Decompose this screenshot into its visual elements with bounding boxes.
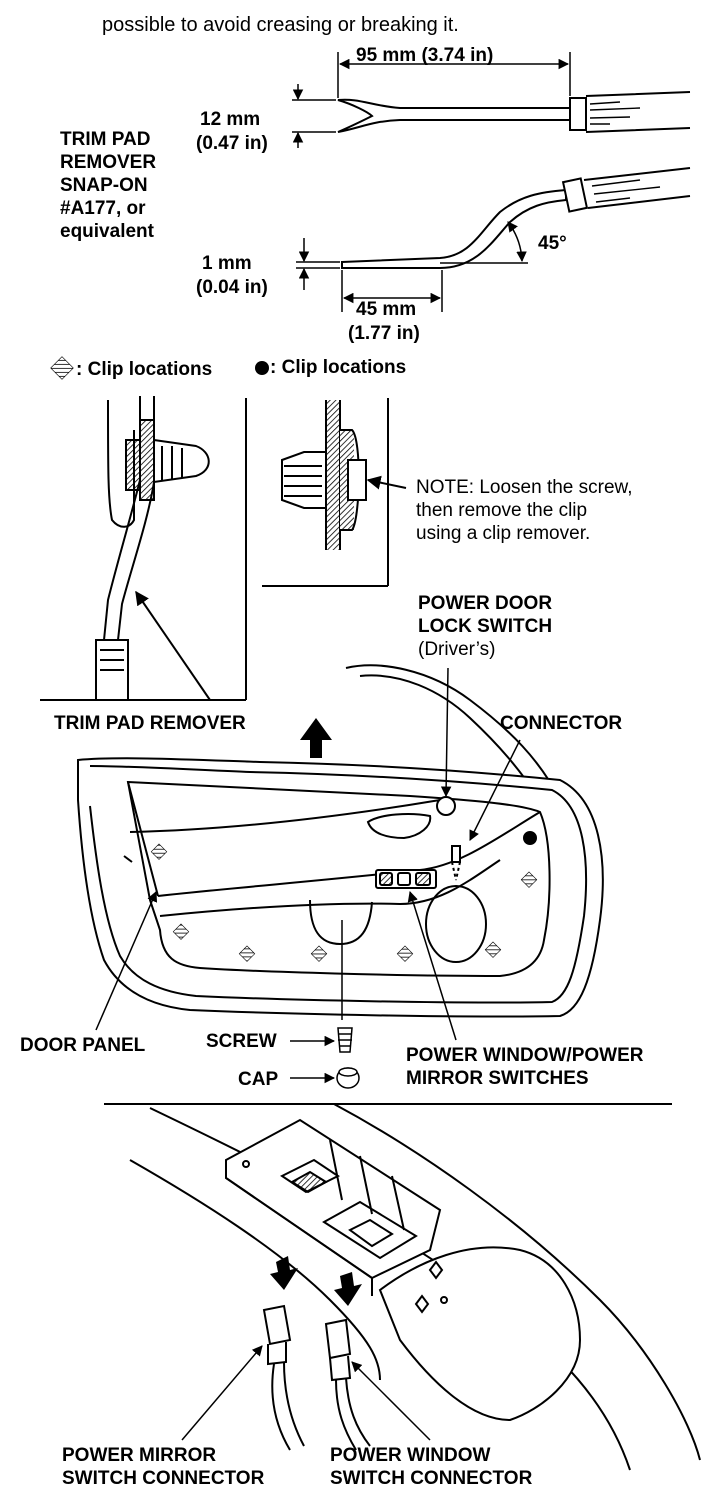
dimension-length (337, 52, 571, 98)
connector-leader-lines (181, 1345, 431, 1441)
power-door-lock-label: POWER DOOR LOCK SWITCH (Driver’s) (418, 592, 552, 661)
hatched-clip-icon (50, 356, 74, 380)
door-panel-label: DOOR PANEL (20, 1035, 146, 1056)
tool-name-line: REMOVER (60, 152, 157, 173)
cap-icon (336, 1067, 360, 1089)
door-panel-drawing (77, 664, 604, 1018)
tool-name-line: TRIM PAD (60, 129, 151, 150)
screw-label: SCREW (206, 1031, 277, 1052)
down-arrow-icon (270, 1256, 362, 1306)
up-arrow-icon (300, 718, 332, 758)
legend-hatched-label: : Clip locations (76, 359, 213, 380)
dim-tip-mm-label: 45 mm (356, 299, 417, 320)
screw-icon (337, 1027, 353, 1053)
power-window-mirror-label: POWER WINDOW/POWER MIRROR SWITCHES (406, 1044, 643, 1090)
note-block: NOTE: Loosen the screw, then remove the … (416, 476, 633, 545)
dim-width-mm-label: 12 mm (200, 109, 261, 130)
power-window-mirror-line: MIRROR SWITCHES (406, 1068, 589, 1089)
angle-indicator (440, 221, 528, 264)
tool-name-block: TRIM PAD REMOVER SNAP-ON #A177, or equiv… (60, 128, 156, 243)
power-door-lock-line: LOCK SWITCH (418, 616, 553, 637)
power-window-connector-label: POWER WINDOW SWITCH CONNECTOR (330, 1444, 532, 1490)
trim-pad-remover-side-view (341, 167, 691, 269)
dim-thick-mm-label: 1 mm (202, 253, 252, 274)
tool-name-line: equivalent (60, 221, 154, 242)
solid-clip-icon (255, 361, 269, 375)
power-door-lock-sub: (Driver’s) (418, 639, 496, 660)
trim-pad-remover-label: TRIM PAD REMOVER (54, 713, 246, 734)
top-text: possible to avoid creasing or breaking i… (102, 14, 459, 36)
note-line: NOTE: Loosen the screw, (416, 477, 633, 498)
door-clip-locations (150, 843, 538, 962)
door-leader-lines (95, 667, 521, 1084)
cap-label: CAP (238, 1069, 279, 1090)
dim-width-in-label: (0.47 in) (196, 133, 268, 154)
note-line: then remove the clip (416, 500, 588, 521)
clip-detail-left (40, 396, 247, 701)
power-window-connector-line: SWITCH CONNECTOR (330, 1468, 533, 1489)
power-window-mirror-line: POWER WINDOW/POWER (406, 1045, 644, 1066)
legend-dot-label: : Clip locations (270, 357, 407, 378)
dim-length-label: 95 mm (3.74 in) (356, 45, 494, 66)
power-mirror-connector-label: POWER MIRROR SWITCH CONNECTOR (62, 1444, 264, 1490)
dim-tip-in-label: (1.77 in) (348, 323, 420, 344)
switch-assembly-drawing (129, 1103, 701, 1471)
dimension-tip (341, 270, 443, 312)
power-mirror-connector-line: POWER MIRROR (62, 1445, 217, 1466)
tool-name-line: SNAP-ON (60, 175, 148, 196)
note-line: using a clip remover. (416, 523, 591, 544)
connector-label: CONNECTOR (500, 713, 623, 734)
power-door-lock-line: POWER DOOR (418, 593, 553, 614)
dim-thick-in-label: (0.04 in) (196, 277, 268, 298)
angle-label: 45° (538, 233, 567, 254)
dimension-thickness (296, 238, 340, 290)
tool-name-line: #A177, or (60, 198, 146, 219)
clip-detail-right (262, 398, 407, 587)
power-window-connector-line: POWER WINDOW (330, 1445, 491, 1466)
power-mirror-connector-line: SWITCH CONNECTOR (62, 1468, 265, 1489)
dimension-width (292, 84, 336, 148)
trim-pad-remover-top-view (337, 91, 691, 133)
